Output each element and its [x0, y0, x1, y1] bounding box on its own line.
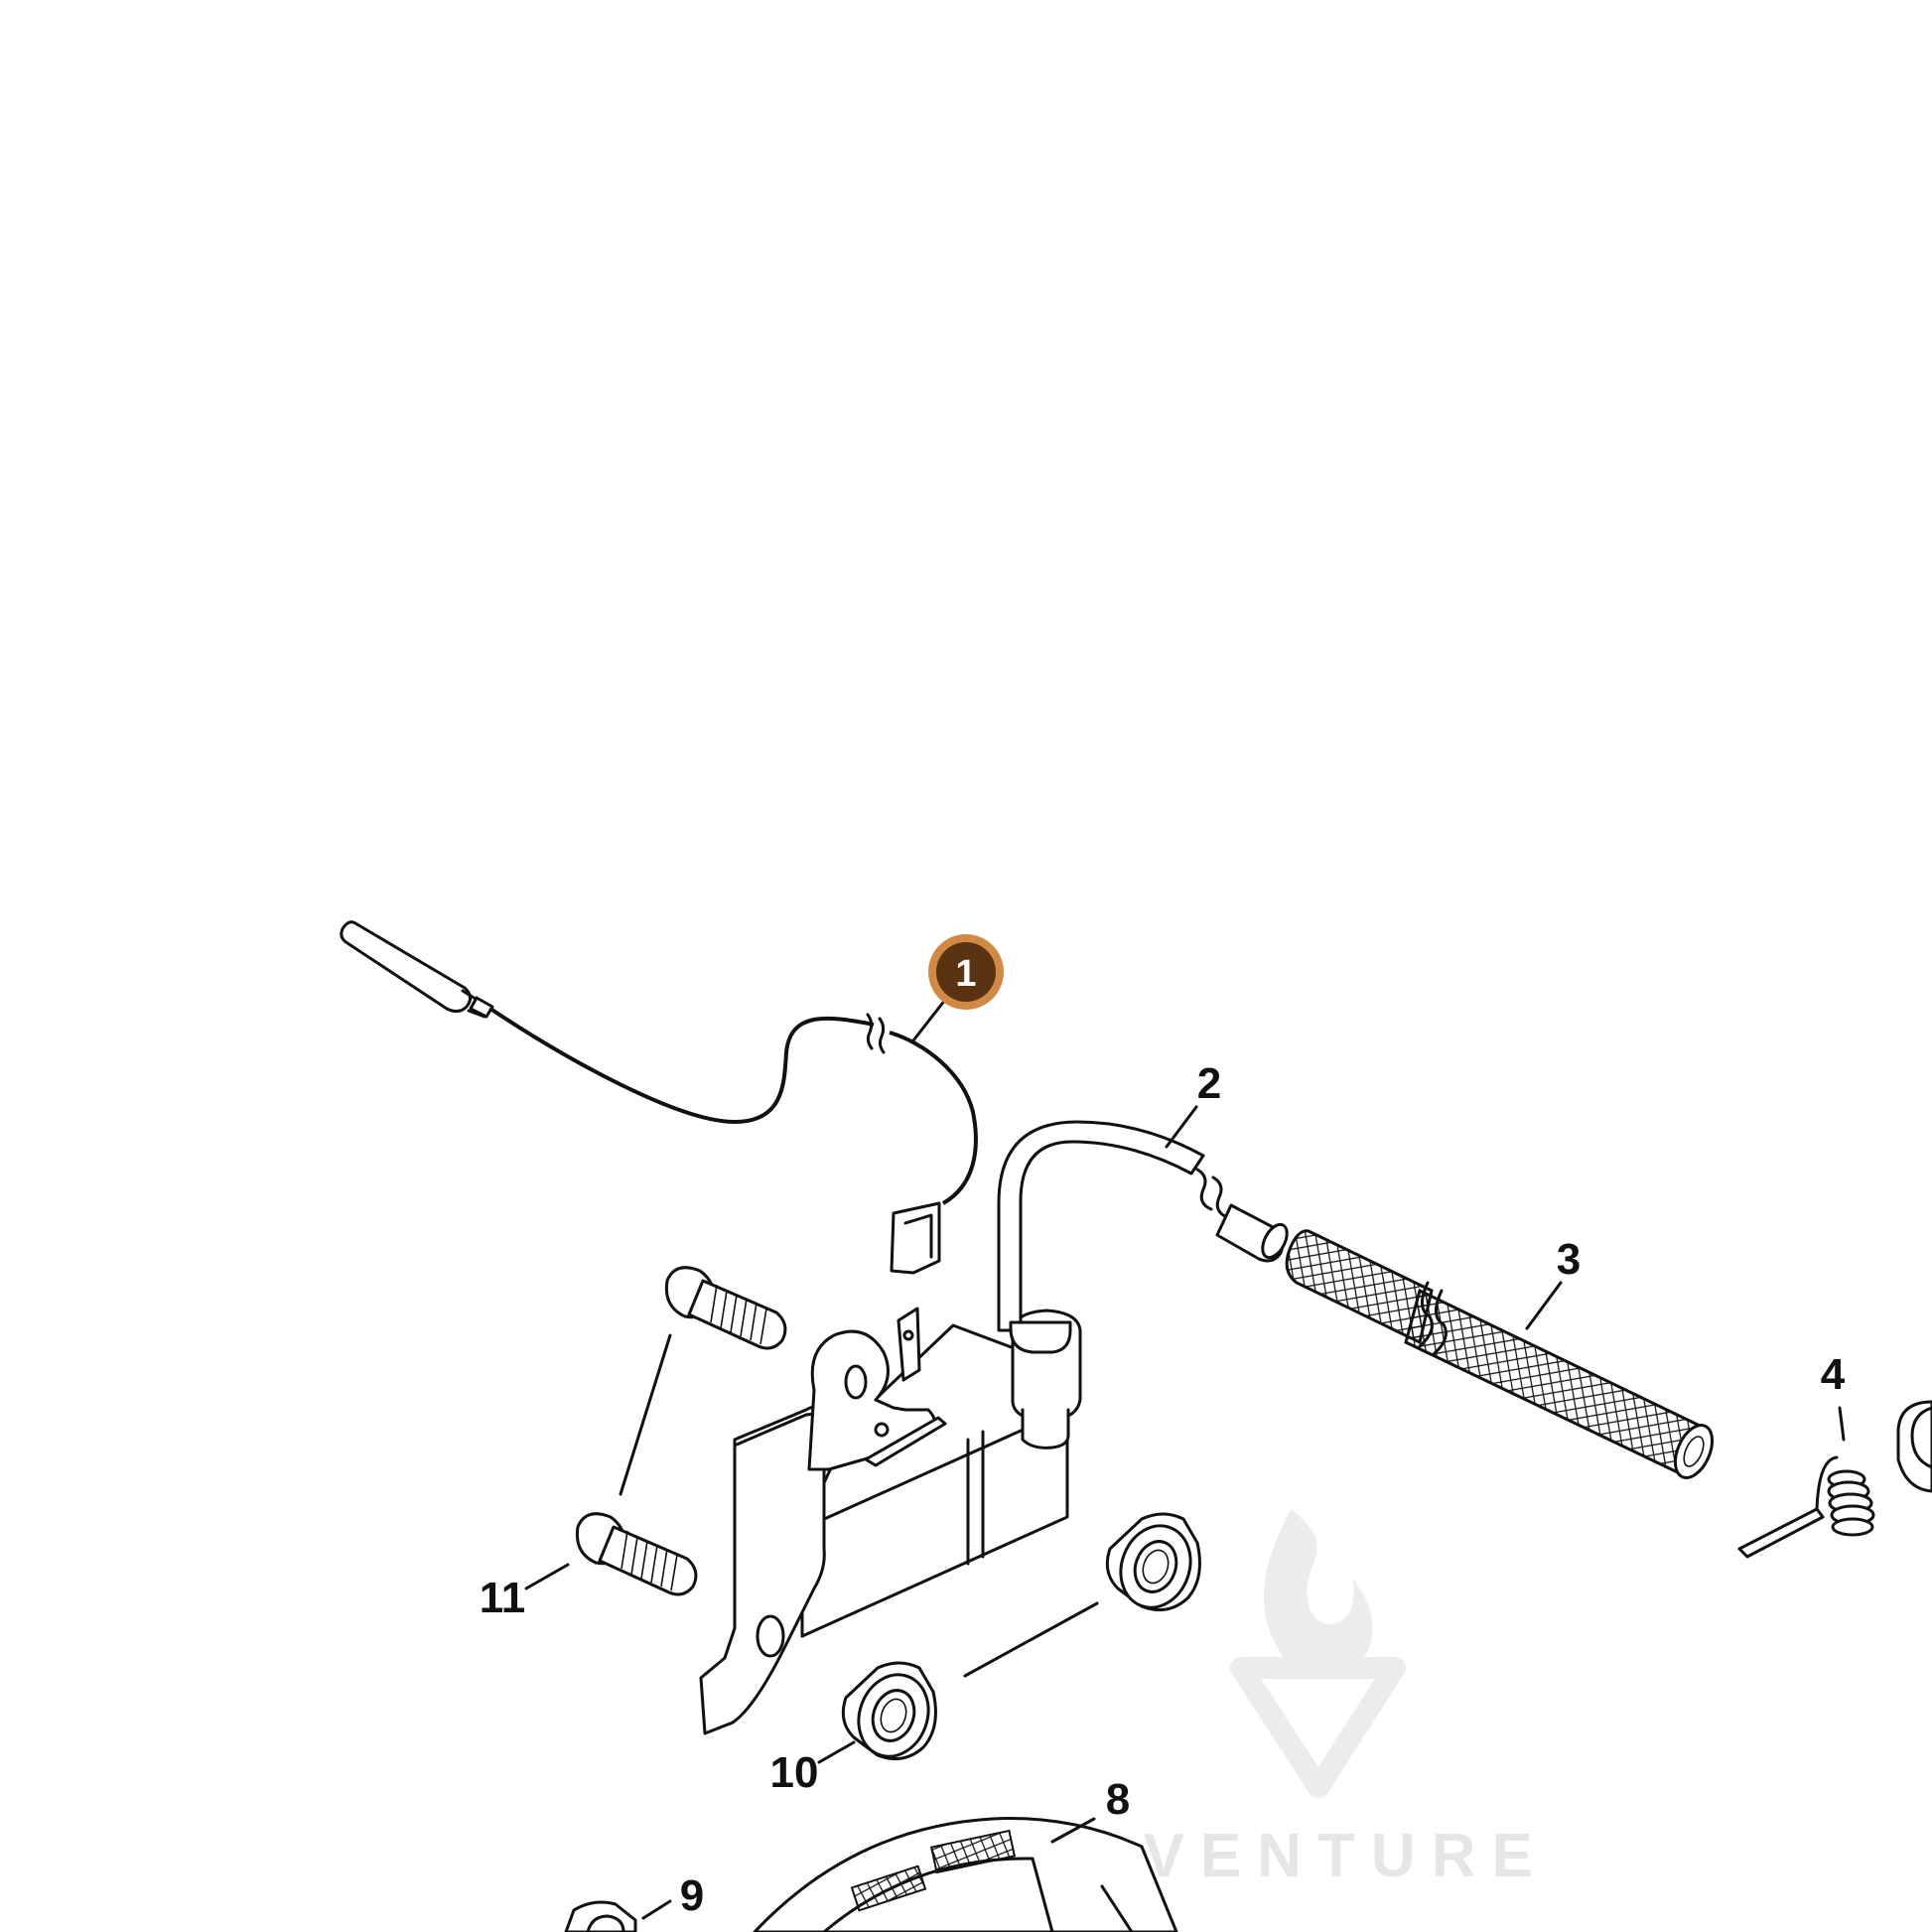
leader-11b — [524, 1563, 570, 1590]
leader-2 — [1165, 1105, 1198, 1149]
protective-tube-part-3[interactable] — [1285, 1229, 1720, 1483]
ignition-lead-part-1[interactable] — [340, 920, 978, 1275]
screw-part-11-upper[interactable] — [664, 1266, 787, 1350]
leader-1 — [911, 998, 947, 1042]
watermark-logo — [1230, 1509, 1406, 1798]
callout-2: 2 — [1197, 1059, 1221, 1108]
callout-8: 8 — [1106, 1775, 1130, 1824]
screw-part-11-lower[interactable] — [575, 1512, 698, 1596]
callout-11: 11 — [480, 1574, 526, 1622]
leader-3 — [1525, 1281, 1563, 1330]
callout-badge-1[interactable]: 1 — [928, 934, 1004, 1010]
callout-9: 9 — [680, 1871, 704, 1920]
callout-3: 3 — [1557, 1235, 1581, 1284]
bushing-part-10-upper[interactable] — [1105, 1512, 1201, 1617]
leader-11a — [619, 1333, 672, 1496]
leader-8 — [1050, 1817, 1096, 1844]
ignition-module[interactable] — [699, 1307, 1082, 1735]
wire-connector — [890, 1201, 941, 1275]
torsion-spring-part-4[interactable] — [1737, 1455, 1875, 1559]
nut-part-9[interactable] — [564, 1900, 637, 1932]
leader-4 — [1838, 1406, 1846, 1442]
spark-plug-boot — [340, 920, 472, 1014]
bushing-part-10-lower[interactable] — [841, 1661, 939, 1766]
ht-lead-part-2[interactable] — [997, 1120, 1292, 1354]
partial-cap-part — [1896, 1400, 1932, 1493]
leader-10a — [963, 1601, 1099, 1678]
callout-1-text: 1 — [955, 953, 976, 995]
callout-10: 10 — [770, 1748, 819, 1797]
leader-10b — [817, 1740, 856, 1764]
callout-4: 4 — [1821, 1350, 1846, 1399]
leader-9 — [641, 1899, 672, 1920]
flywheel-part-8[interactable] — [753, 1817, 1178, 1932]
